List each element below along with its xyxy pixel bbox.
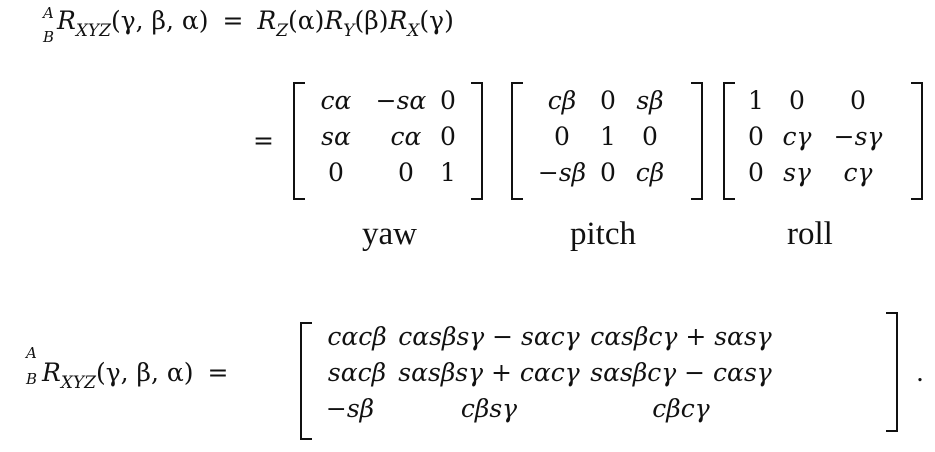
equation-2-lhs: A B RXYZ(γ, β, α) = <box>22 344 229 393</box>
left-bracket <box>300 322 312 440</box>
left-bracket <box>293 82 305 200</box>
yaw-matrix: cα −sα 0 sα cα 0 0 0 1 <box>293 82 483 200</box>
factor-rx: RX(γ) <box>388 6 454 41</box>
right-bracket <box>911 82 923 200</box>
label-yaw: yaw <box>362 216 417 252</box>
second-equals-sign: = <box>253 126 274 155</box>
right-bracket <box>691 82 703 200</box>
pitch-matrix: cβ 0 sβ 0 1 0 −sβ 0 cβ <box>511 82 703 200</box>
equals-sign: = <box>207 358 229 387</box>
label-roll: roll <box>787 216 833 252</box>
pre-subscript: B <box>43 28 55 46</box>
roll-matrix: 1 0 0 0 cγ −sγ 0 sγ cγ <box>723 82 923 200</box>
right-bracket <box>886 312 898 432</box>
label-pitch: pitch <box>570 216 636 252</box>
terminator-period: . <box>916 358 924 387</box>
left-bracket <box>723 82 735 200</box>
rotation-symbol: R <box>57 6 76 35</box>
pre-superscript: A <box>26 344 37 362</box>
equation-1-header: A B RXYZ(γ, β, α) = RZ(α)RY(β)RX(γ) <box>37 4 454 46</box>
left-bracket <box>511 82 523 200</box>
pre-subscript: B <box>26 370 38 388</box>
rotation-subscript: XYZ <box>60 373 96 393</box>
combined-rotation-matrix: cαcβ cαsβsγ − sαcγ cαsβcγ + sαsγ sαcβ sα… <box>300 312 898 440</box>
factor-rz: RZ(α) <box>257 6 325 41</box>
rotation-args: (γ, β, α) <box>95 358 194 387</box>
rotation-subscript: XYZ <box>75 21 111 41</box>
rotation-args: (γ, β, α) <box>110 6 209 35</box>
pre-superscript: A <box>43 4 54 22</box>
right-bracket <box>471 82 483 200</box>
equals-sign: = <box>222 6 244 35</box>
factor-ry: RY(β) <box>324 6 389 41</box>
rotation-symbol: R <box>42 358 61 387</box>
